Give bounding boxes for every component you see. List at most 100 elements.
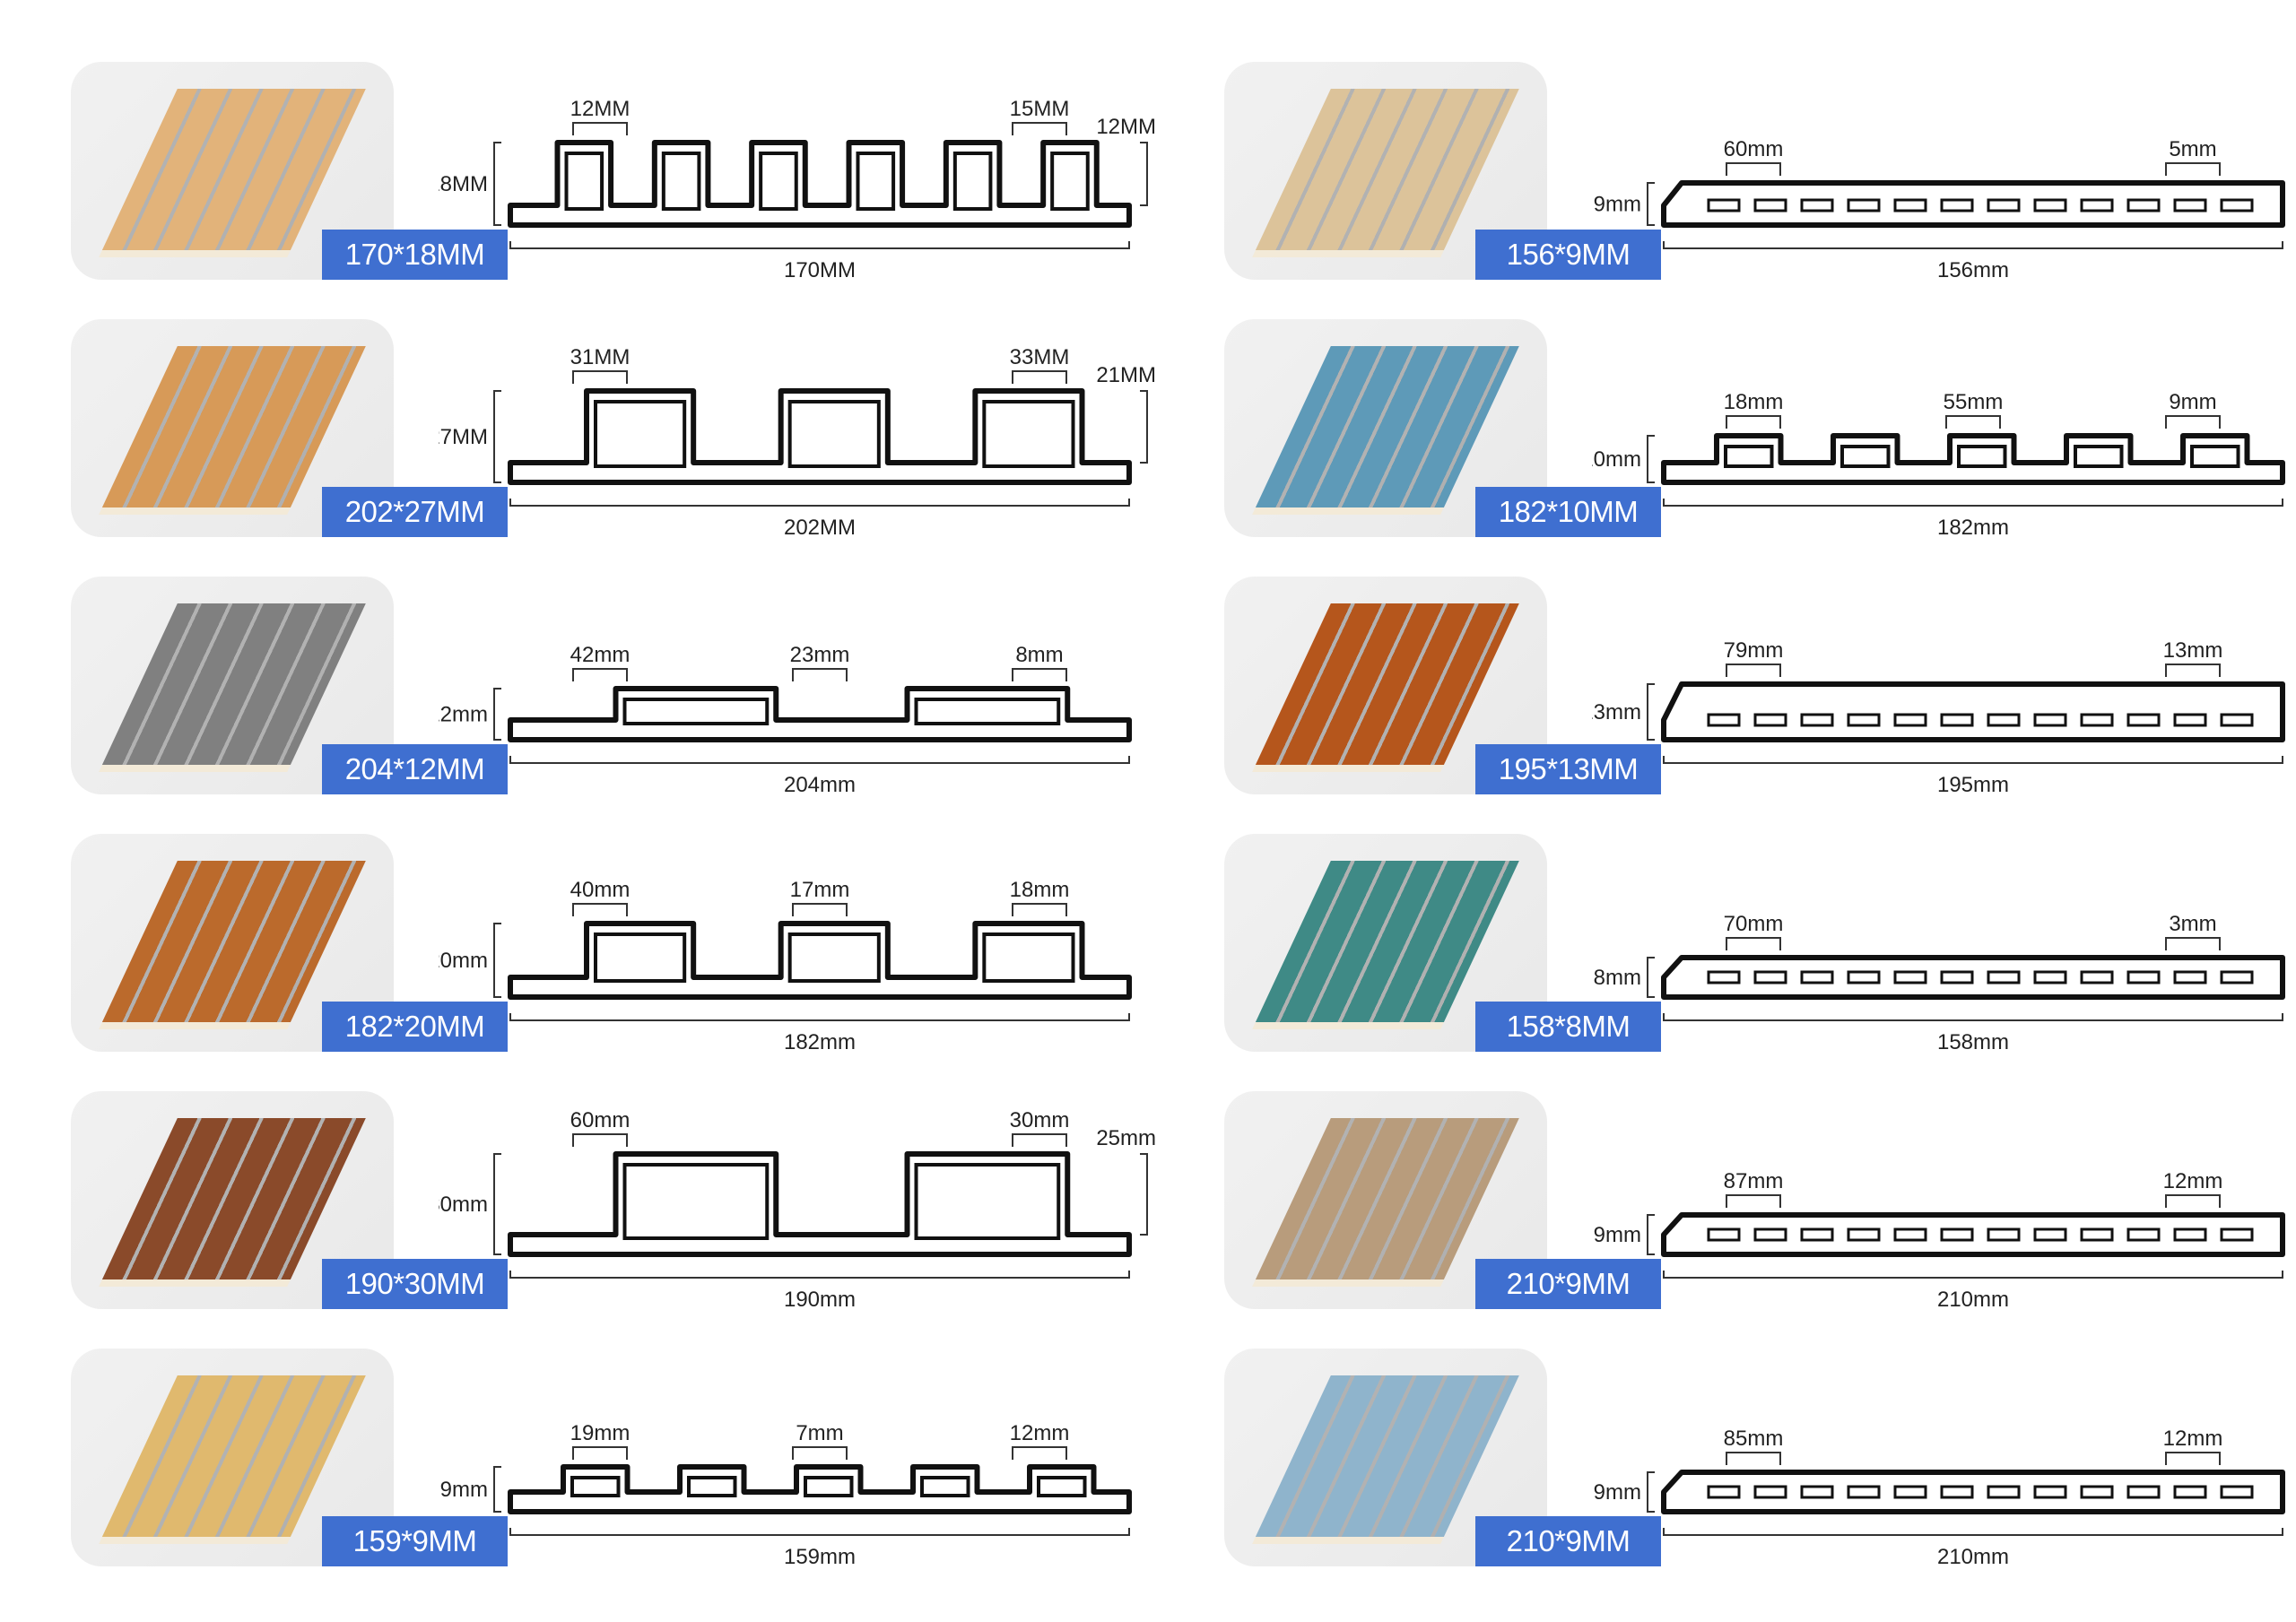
- dimension-label: 55mm: [1944, 390, 2004, 414]
- hollow-cell: [856, 152, 896, 211]
- height-label: 12mm: [439, 703, 488, 727]
- dimension-label: 18mm: [1010, 878, 1070, 902]
- height-label: 18MM: [439, 172, 488, 196]
- hollow-cell: [2126, 198, 2161, 213]
- dimension-bracket: [572, 1446, 628, 1460]
- hollow-cell: [1753, 970, 1787, 984]
- profile-diagram: 27MM202MM31MM33MM21MM: [439, 345, 1156, 534]
- dimension-bracket: [2165, 415, 2221, 429]
- width-bracket: [1663, 756, 2283, 764]
- width-bracket: [509, 1013, 1130, 1021]
- hollow-cell: [1753, 198, 1787, 213]
- hollow-cell: [2033, 713, 2067, 727]
- hollow-cell: [1893, 1485, 1927, 1499]
- hollow-cell: [1893, 198, 1927, 213]
- dimension-bracket: [572, 370, 628, 384]
- hollow-cell: [2220, 970, 2254, 984]
- dimension-bracket: [572, 1133, 628, 1147]
- panel-profile: [1661, 1470, 2285, 1514]
- hollow-cell: [2080, 970, 2114, 984]
- size-badge: 190*30MM: [322, 1259, 508, 1309]
- hollow-cell: [804, 1476, 854, 1497]
- side-bracket: [1140, 1153, 1148, 1236]
- width-label: 204mm: [784, 773, 856, 792]
- width-bracket: [1663, 241, 2283, 249]
- hollow-cell: [1707, 198, 1741, 213]
- hollow-cell: [1987, 970, 2021, 984]
- height-bracket: [1647, 683, 1655, 741]
- height-label: 9mm: [1594, 1480, 1641, 1505]
- height-label: 9mm: [1594, 193, 1641, 217]
- hollow-cell: [1753, 1485, 1787, 1499]
- hollow-cell: [952, 152, 993, 211]
- profile-diagram: 20mm182mm40mm17mm18mm: [439, 878, 1132, 1049]
- height-label: 13mm: [1592, 700, 1641, 724]
- product-photo: 170*18MM: [71, 62, 508, 280]
- panel-profile: [1661, 1212, 2285, 1257]
- dimension-label: 40mm: [570, 878, 631, 902]
- hollow-cell: [982, 400, 1075, 468]
- hollow-cell: [687, 1476, 737, 1497]
- hollow-cell: [1987, 1227, 2021, 1242]
- dimension-bracket: [1012, 370, 1067, 384]
- dimension-label: 12mm: [2163, 1169, 2223, 1193]
- width-bracket: [509, 756, 1130, 764]
- side-bracket: [1140, 390, 1148, 464]
- hollow-cell: [1847, 198, 1881, 213]
- panel-profile: [1661, 433, 2285, 485]
- dimension-label: 30mm: [1010, 1108, 1070, 1132]
- dimension-label: 42mm: [570, 643, 631, 667]
- width-label: 202MM: [784, 516, 856, 534]
- hollow-cell: [1707, 970, 1741, 984]
- panel-profile: [508, 140, 1132, 228]
- hollow-cell: [2173, 1485, 2207, 1499]
- profile-diagram: 30mm190mm60mm30mm25mm: [439, 1108, 1156, 1306]
- dimension-bracket: [2165, 1452, 2221, 1465]
- hollow-cell: [2126, 1227, 2161, 1242]
- size-badge: 182*20MM: [322, 1002, 508, 1052]
- dimension-bracket: [1726, 664, 1781, 677]
- hollow-cell: [2126, 970, 2161, 984]
- height-bracket: [493, 390, 501, 483]
- product-photo: 159*9MM: [71, 1349, 508, 1566]
- height-bracket: [493, 1466, 501, 1513]
- width-label: 195mm: [1937, 773, 2009, 792]
- hollow-cell: [787, 400, 881, 468]
- width-bracket: [1663, 1013, 2283, 1021]
- hollow-cell: [661, 152, 701, 211]
- dimension-label: 33MM: [1010, 345, 1070, 369]
- product-photo: 210*9MM: [1224, 1091, 1661, 1309]
- dimension-bracket: [1945, 415, 2001, 429]
- hollow-cell: [1800, 970, 1834, 984]
- hollow-cell: [1847, 970, 1881, 984]
- hollow-cell: [1940, 198, 1974, 213]
- width-label: 182mm: [1937, 516, 2009, 534]
- dimension-bracket: [792, 1446, 848, 1460]
- profile-diagram: 18MM170MM12MM15MM12MM: [439, 97, 1156, 277]
- product-photo: 156*9MM: [1224, 62, 1661, 280]
- hollow-cell: [1987, 198, 2021, 213]
- hollow-cell: [2173, 1227, 2207, 1242]
- side-dimension-label: 21MM: [1096, 363, 1156, 387]
- side-dimension-label: 12MM: [1096, 115, 1156, 139]
- dimension-label: 15MM: [1010, 97, 1070, 121]
- hollow-cell: [1940, 713, 1974, 727]
- dimension-bracket: [2165, 937, 2221, 950]
- height-bracket: [1647, 1214, 1655, 1255]
- width-bracket: [509, 241, 1130, 249]
- hollow-cell: [1940, 970, 1974, 984]
- hollow-cell: [1940, 1485, 1974, 1499]
- hollow-cell: [1847, 1485, 1881, 1499]
- dimension-label: 79mm: [1724, 638, 1784, 663]
- dimension-label: 12mm: [2163, 1427, 2223, 1451]
- dimension-bracket: [572, 903, 628, 916]
- panel-profile: [508, 921, 1132, 1000]
- hollow-cell: [2126, 713, 2161, 727]
- panel-profile: [508, 388, 1132, 485]
